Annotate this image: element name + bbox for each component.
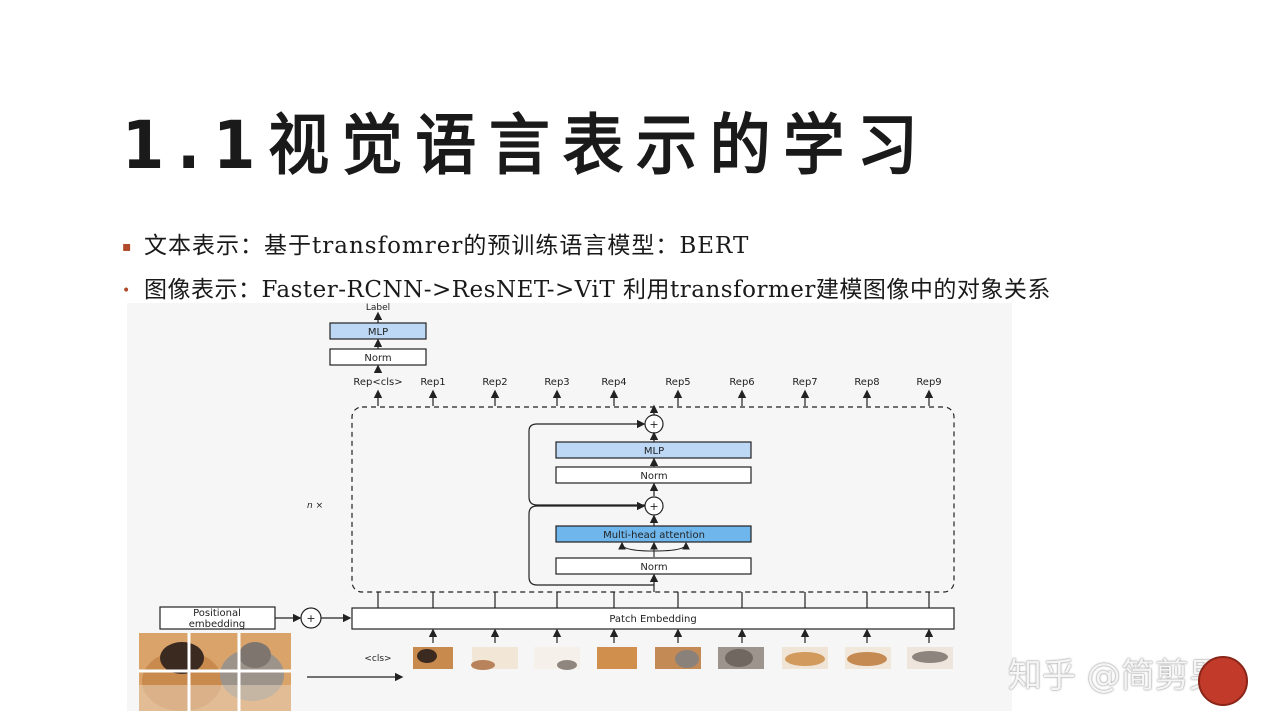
bullet-text: 文本表示：基于transfomrer的预训练语言模型：BERT: [144, 233, 750, 259]
rep-label: Rep5: [665, 377, 690, 388]
top-mlp-label: MLP: [368, 327, 388, 338]
transformer-encoder-block: n × + MLP Norm + Multi-head attention No…: [307, 404, 955, 593]
rep-label: Rep4: [601, 377, 626, 388]
bullet-text: 图像表示：Faster-RCNN->ResNET->ViT 利用transfor…: [144, 277, 1051, 303]
input-connectors: [428, 628, 934, 643]
rep-label: Rep<cls>: [353, 377, 402, 388]
patch: [597, 647, 637, 669]
block-mlp-label: MLP: [644, 446, 664, 457]
plus-sign: +: [306, 612, 315, 625]
slide-title: 1.1视觉语言表示的学习: [122, 107, 931, 184]
block-norm-lower-label: Norm: [640, 562, 667, 573]
patch-embedding-box: [351, 607, 955, 630]
patch-embedding-label: Patch Embedding: [609, 614, 696, 625]
block-norm-upper-label: Norm: [640, 471, 667, 482]
skip-connection-upper: [528, 419, 654, 506]
label-text: Label: [366, 303, 390, 313]
positional-embedding-label-1: Positional: [193, 608, 241, 619]
image-patches: [413, 647, 953, 670]
rep-label: Rep1: [420, 377, 445, 388]
rep-label: Rep2: [482, 377, 507, 388]
rep-label: Rep6: [729, 377, 754, 388]
patch-connectors: [377, 592, 930, 608]
top-head: Label MLP Norm: [329, 303, 427, 373]
rep-label: Rep8: [854, 377, 879, 388]
cls-token-label: <cls>: [364, 654, 391, 664]
rep-row: Rep<cls> Rep1 Rep2 Rep3 Rep4 Rep5 Rep6 R…: [353, 377, 942, 406]
bullet-text-representation: ▪ 文本表示：基于transfomrer的预训练语言模型：BERT: [122, 226, 749, 260]
plus-sign: +: [649, 418, 658, 431]
block-attention-label: Multi-head attention: [603, 530, 705, 541]
input-image: [139, 633, 291, 711]
author-seal-icon: [1198, 656, 1248, 706]
plus-sign: +: [649, 500, 658, 513]
square-bullet-icon: ▪: [122, 239, 133, 255]
zhihu-watermark: 知乎 @简剪男: [1008, 656, 1223, 696]
vit-architecture-figure: Label MLP Norm Rep<cls> Rep1 Rep2 Rep3 R…: [127, 303, 1012, 711]
rep-label: Rep7: [792, 377, 817, 388]
repeat-label: n ×: [307, 501, 323, 511]
positional-embedding-label-2: embedding: [189, 619, 246, 630]
top-norm-label: Norm: [364, 353, 391, 364]
bullet-image-representation: • 图像表示：Faster-RCNN->ResNET->ViT 利用transfo…: [122, 270, 1051, 304]
skip-connection-lower: [528, 501, 654, 586]
rep-label: Rep3: [544, 377, 569, 388]
rep-label: Rep9: [916, 377, 941, 388]
embedding-section: Positional embedding + Patch Embedding: [159, 606, 955, 630]
dot-bullet-icon: •: [122, 283, 131, 299]
